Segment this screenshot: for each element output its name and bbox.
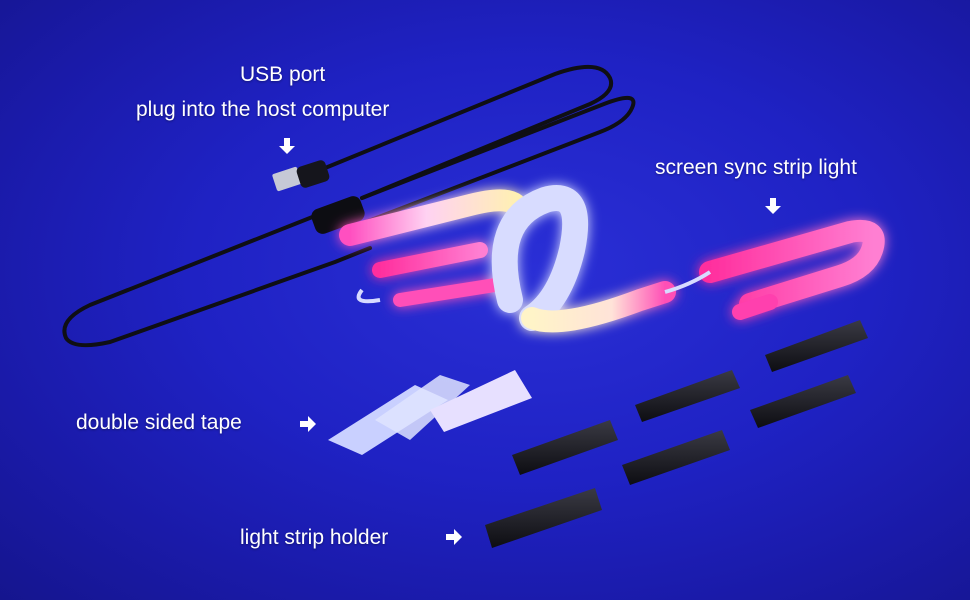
double-sided-tape — [328, 370, 532, 455]
light-strip-holders — [485, 320, 868, 548]
screen-sync-strip-label: screen sync strip light — [655, 156, 857, 179]
led-strip-light — [339, 185, 885, 333]
usb-cable — [62, 64, 636, 348]
usb-port-label: USB port — [240, 63, 326, 86]
strip-return-cable — [356, 288, 381, 304]
strip-connector-cable — [664, 270, 712, 294]
arrow-down-icon — [279, 138, 295, 154]
plug-into-host-label: plug into the host computer — [136, 98, 390, 121]
arrow-right-icon — [446, 529, 462, 545]
usb-plug — [272, 160, 330, 192]
light-strip-holder-label: light strip holder — [240, 526, 389, 549]
arrow-right-icon — [300, 416, 316, 432]
arrow-down-icon — [765, 198, 781, 214]
double-sided-tape-label: double sided tape — [76, 411, 242, 434]
controller-box — [311, 196, 365, 234]
